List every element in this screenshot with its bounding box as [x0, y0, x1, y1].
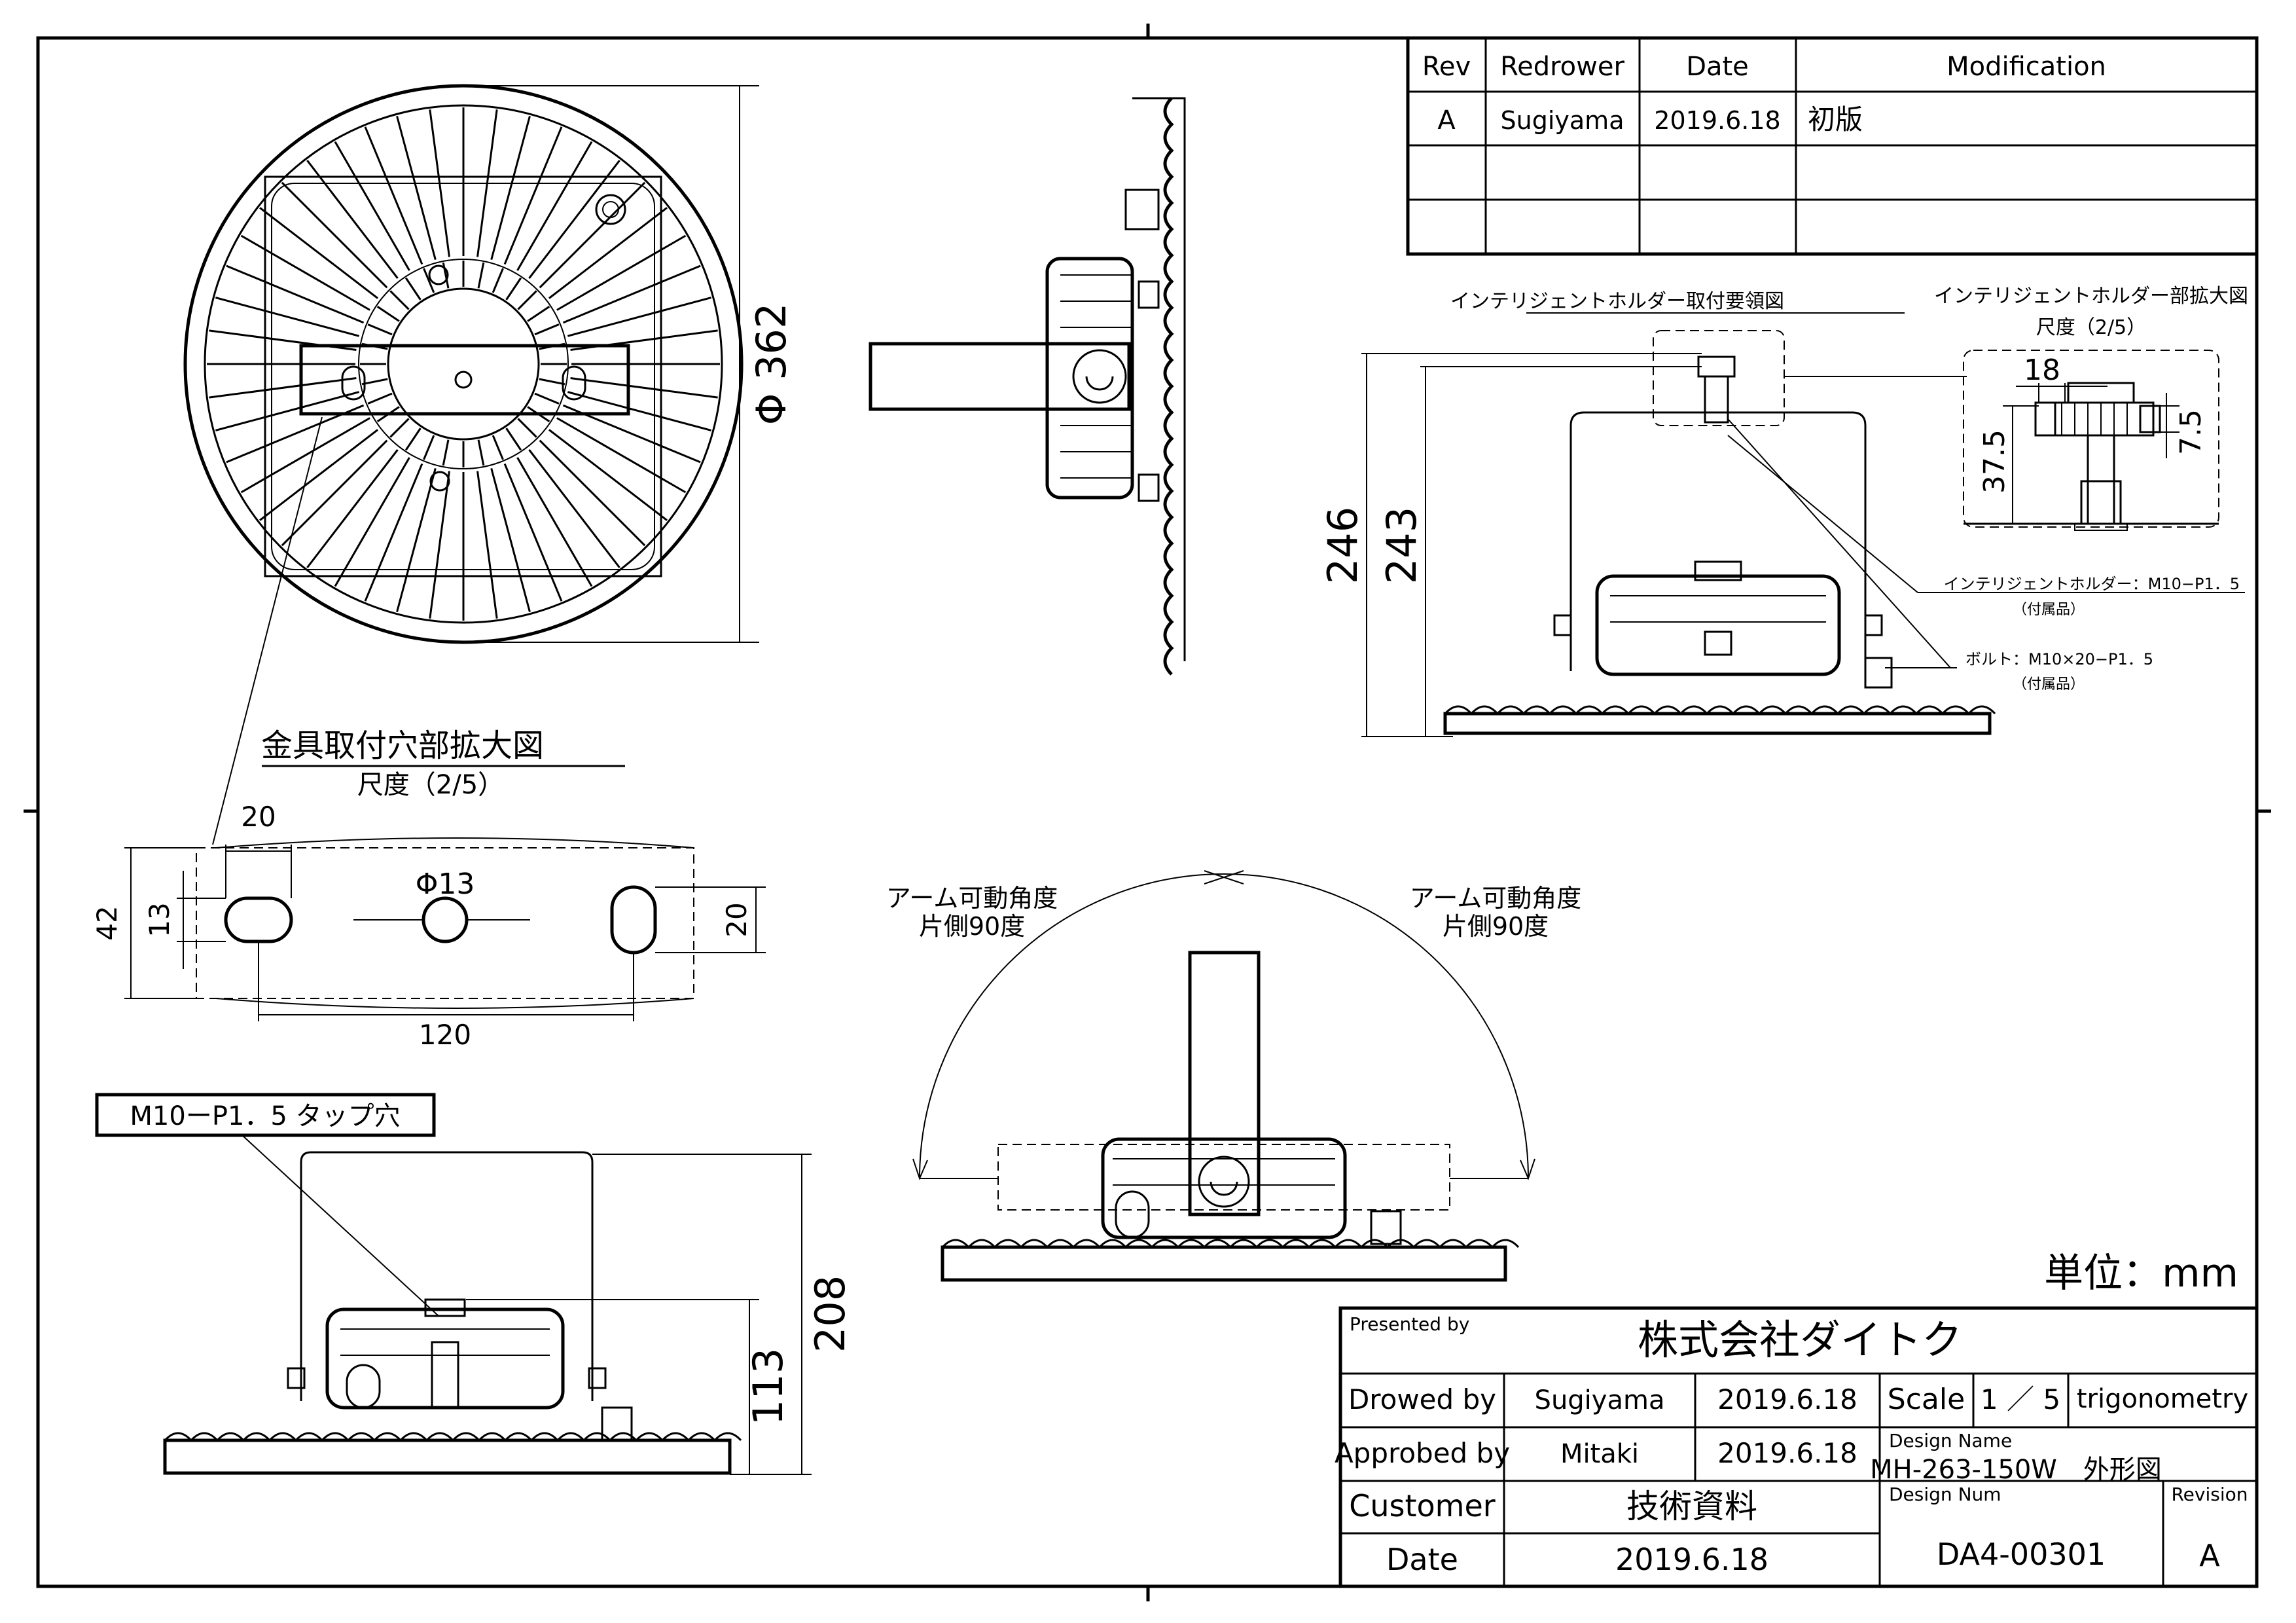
tap-hole-callout: M10ーP1．5 タップ穴: [130, 1101, 400, 1131]
drowed-by-label: Drowed by: [1348, 1383, 1496, 1415]
rotation-arc: [919, 873, 1529, 1179]
customer-value: 技術資料: [1626, 1487, 1757, 1525]
dim-113: 113: [744, 1348, 792, 1425]
dim-243: 243: [1378, 507, 1426, 584]
holder-mount-title: インテリジェントホルダー取付要領図: [1450, 290, 1784, 313]
holder-enlarged-detail: インテリジェントホルダー部拡大図 尺度（2/5） 18 37.5: [1934, 285, 2248, 531]
design-name-value: MH-263-150W 外形図: [1870, 1455, 2162, 1485]
scale-label: Scale: [1888, 1383, 1965, 1416]
arm-left-label-2: 片側90度: [919, 912, 1025, 941]
redrower-cell-a: Sugiyama: [1501, 106, 1624, 135]
bracket-side-view: M10ーP1．5 タップ穴 208 113: [95, 1093, 854, 1475]
center-marks: [24, 24, 2271, 1601]
redrower-header: Redrower: [1500, 52, 1624, 82]
rev-header: Rev: [1422, 52, 1471, 82]
drowed-date: 2019.6.18: [1717, 1383, 1857, 1415]
title-block: Presented by 株式会社ダイトク Drowed by Sugiyama…: [1335, 1306, 2259, 1588]
presented-by-label: Presented by: [1350, 1313, 1469, 1335]
dim-18: 18: [2024, 354, 2060, 387]
dim-phi13: Φ13: [416, 867, 475, 901]
dim-7-5: 7.5: [2174, 409, 2208, 455]
bolt-callout-1: ボルト：M10×20−P1．5: [1965, 650, 2153, 668]
company-name: 株式会社ダイトク: [1638, 1316, 1962, 1364]
slot-left: [224, 896, 293, 943]
dim-120: 120: [419, 1019, 471, 1051]
design-name-label: Design Name: [1889, 1430, 2012, 1451]
dim-246: 246: [1319, 507, 1367, 584]
center-hole: [422, 896, 469, 943]
slot-right: [610, 885, 657, 955]
dim-208: 208: [806, 1275, 854, 1353]
dim-13: 13: [143, 902, 175, 937]
arm-right-label-2: 片側90度: [1443, 912, 1549, 941]
side-arm: [869, 342, 1131, 411]
holder-enlarged-title: インテリジェントホルダー部拡大図: [1934, 285, 2248, 308]
holder-callout-1: インテリジェントホルダー：M10−P1．5: [1944, 575, 2240, 593]
revision-value: A: [2199, 1538, 2220, 1573]
revision-label: Revision: [2171, 1484, 2248, 1505]
cable-gland-top: [595, 194, 626, 225]
diameter-value: Φ 362: [747, 303, 795, 426]
inner-hub: [387, 287, 540, 441]
bracket-hole-scale: 尺度（2/5）: [357, 770, 504, 800]
holder-u-bracket: [1570, 411, 1867, 671]
arm-left-label-1: アーム可動角度: [886, 884, 1058, 913]
side-heatsink-profile: [1163, 97, 1174, 676]
date-header: Date: [1686, 52, 1749, 82]
holder-mount-view: インテリジェントホルダー取付要領図 246 243: [1319, 290, 2245, 737]
arm-rotation-view: [912, 870, 1535, 1282]
arm-vertical: [1188, 951, 1261, 1216]
bracket-hole-detail: 金具取付穴部拡大図 尺度（2/5） 20 42: [91, 416, 766, 1051]
holder-view-heatsink: [1443, 712, 1992, 735]
projection-method: trigonometry: [2077, 1384, 2248, 1414]
unit-note: 単位：mm: [2044, 1250, 2238, 1296]
rev-cell-a: A: [1437, 105, 1456, 136]
bracket-hole-title: 金具取付穴部拡大図: [261, 727, 544, 764]
approved-by-label: Approbed by: [1335, 1437, 1510, 1469]
holder-callout-2: （付属品）: [2013, 602, 2085, 618]
modification-header: Modification: [1946, 52, 2106, 82]
date-value: 2019.6.18: [1615, 1542, 1768, 1577]
modification-cell-a: 初版: [1808, 103, 1863, 136]
scale-value: 1 ／ 5: [1981, 1383, 2060, 1415]
bottom-view: [183, 84, 744, 644]
radial-fins: [207, 107, 720, 621]
approved-by-name: Mitaki: [1560, 1439, 1639, 1469]
design-num-label: Design Num: [1889, 1484, 2001, 1505]
diameter-dimension: Φ 362: [463, 85, 795, 643]
approved-date: 2019.6.18: [1717, 1437, 1857, 1469]
mounting-bracket-plate: [299, 344, 630, 416]
drowed-by-name: Sugiyama: [1535, 1385, 1665, 1415]
customer-label: Customer: [1349, 1488, 1496, 1523]
revision-table: Rev Redrower Date Modification A Sugiyam…: [1406, 36, 2259, 256]
dim-20-slot: 20: [241, 801, 276, 833]
bolt-callout-2: （付属品）: [2013, 676, 2085, 693]
arm-right-label-1: アーム可動角度: [1410, 884, 1582, 913]
dim-37-5: 37.5: [1978, 429, 2011, 494]
holder-enlarged-scale: 尺度（2/5）: [2036, 316, 2146, 339]
date-label: Date: [1386, 1542, 1458, 1577]
dim-42: 42: [91, 905, 123, 940]
design-num-value: DA4-00301: [1937, 1537, 2106, 1572]
dim-20-right: 20: [721, 902, 753, 937]
date-cell-a: 2019.6.18: [1654, 106, 1780, 135]
side-view: [869, 97, 1186, 676]
